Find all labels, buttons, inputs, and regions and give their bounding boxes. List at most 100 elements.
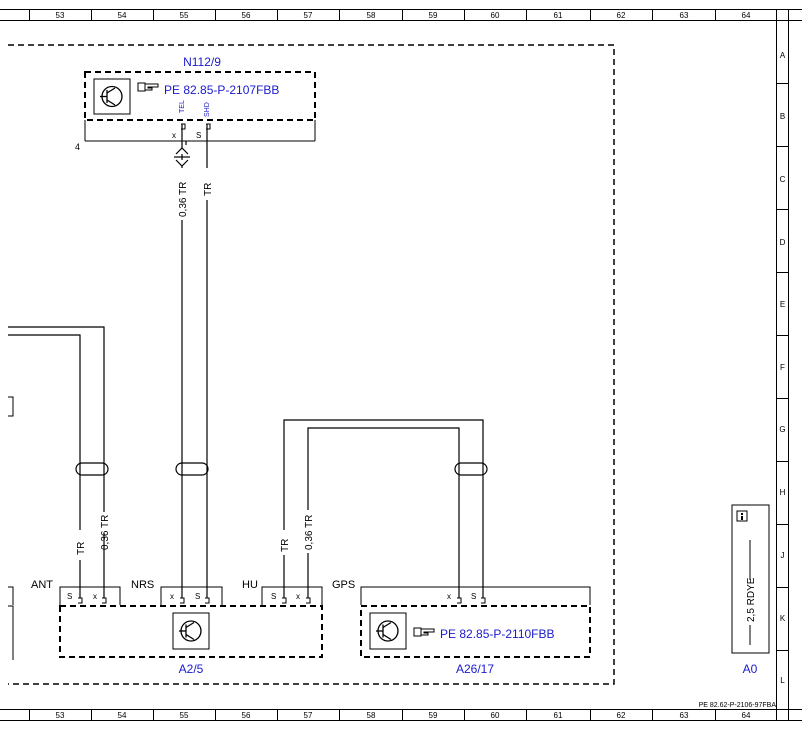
row-dividers — [776, 83, 789, 651]
row-label: C — [780, 175, 786, 184]
pin-terminals — [457, 597, 486, 604]
component-box — [360, 605, 591, 658]
info-icon — [736, 510, 748, 522]
connector-label-gps: GPS — [332, 579, 355, 591]
component-box — [59, 605, 323, 658]
column-label: 57 — [304, 711, 313, 720]
column-label: 53 — [56, 11, 65, 20]
column-label: 61 — [554, 711, 563, 720]
column-label: 54 — [118, 711, 127, 720]
connector-label-hu: HU — [242, 579, 258, 591]
system-boundary — [8, 44, 615, 685]
connector-label-ant: ANT — [31, 579, 53, 591]
grid-frame — [0, 9, 802, 721]
transistor-icon-frame — [172, 612, 210, 650]
pointing-hand-icon — [137, 82, 159, 92]
component-label-a2-5: A2/5 — [179, 662, 204, 676]
transistor-icon — [100, 85, 123, 108]
column-label: 53 — [56, 711, 65, 720]
column-label: 59 — [429, 711, 438, 720]
wire-label: 0,36 TR — [178, 182, 189, 217]
component-a0: 2,5 RDYE A0 — [731, 504, 770, 676]
transistor-icon — [179, 620, 202, 642]
twist-marker — [75, 462, 109, 476]
pin-terminals — [181, 123, 211, 130]
wire-label: TR — [203, 183, 214, 196]
pin-label-tel: TEL — [179, 100, 186, 113]
pin-s: S — [196, 131, 201, 140]
row-label: E — [780, 300, 785, 309]
wire-label: 0,36 TR — [304, 515, 315, 550]
pin-label: S — [195, 592, 200, 601]
row-label: A — [780, 51, 786, 60]
component-box — [731, 504, 770, 654]
component-a2-5: ANT NRS HU S x x S S x — [8, 579, 323, 676]
pointing-hand-icon — [413, 627, 435, 637]
pin-label-shd: SHD — [204, 102, 211, 117]
column-label: 60 — [491, 711, 500, 720]
column-label: 63 — [680, 11, 689, 20]
row-label: J — [781, 551, 785, 560]
row-label: K — [780, 614, 786, 623]
wires — [8, 124, 484, 598]
row-label: D — [780, 238, 786, 247]
document-reference: PE 82.62-P-2106-97FBA — [699, 702, 777, 709]
component-label-a26-17: A26/17 — [456, 662, 494, 676]
column-label: 55 — [180, 11, 189, 20]
row-label: L — [780, 676, 785, 685]
column-label: 58 — [367, 711, 376, 720]
column-dividers — [29, 9, 716, 721]
row-label: H — [780, 488, 786, 497]
component-label-n112-9: N112/9 — [183, 55, 221, 69]
column-label: 61 — [554, 11, 563, 20]
component-n112-9: N112/9 PE 82.85-P-2107FBB TEL SHD 4 x S — [75, 55, 316, 152]
pin-label: x — [447, 592, 451, 601]
column-label: 56 — [242, 11, 251, 20]
component-label-a0: A0 — [743, 662, 758, 676]
component-box — [84, 71, 316, 121]
column-label: 55 — [180, 711, 189, 720]
wire-label: TR — [76, 542, 87, 555]
pin-label: S — [471, 592, 476, 601]
transistor-icon — [376, 620, 399, 642]
column-label: 56 — [242, 711, 251, 720]
column-label: 62 — [617, 711, 626, 720]
twist-markers — [75, 462, 488, 476]
coax-connector-symbol — [174, 147, 190, 167]
connector-label-nrs: NRS — [131, 579, 154, 591]
column-label: 64 — [742, 711, 751, 720]
wire-label: 0,36 TR — [100, 515, 111, 550]
side-number: 4 — [75, 142, 80, 152]
transistor-icon-frame — [369, 612, 407, 650]
connector-housings — [8, 586, 323, 660]
pin-terminals — [78, 597, 311, 604]
row-label: F — [780, 363, 785, 372]
pin-label: S — [271, 592, 276, 601]
column-label: 54 — [118, 11, 127, 20]
reference-link[interactable]: PE 82.85-P-2110FBB — [440, 627, 555, 641]
reference-link[interactable]: PE 82.85-P-2107FBB — [164, 83, 279, 97]
pin-label: x — [170, 592, 174, 601]
column-label: 64 — [742, 11, 751, 20]
column-label: 63 — [680, 711, 689, 720]
pin-label: S — [67, 592, 72, 601]
component-a26-17: GPS x S PE 82.85-P-2110FBB A26/17 — [332, 579, 591, 676]
transistor-icon-frame — [93, 78, 131, 115]
pin-x: x — [172, 131, 176, 140]
row-label: B — [780, 112, 785, 121]
column-label: 60 — [491, 11, 500, 20]
column-label: 58 — [367, 11, 376, 20]
column-label: 62 — [617, 11, 626, 20]
pin-label: x — [93, 592, 97, 601]
twist-marker — [175, 462, 209, 476]
wire-label: 2,5 RDYE — [746, 577, 757, 622]
connector-housing — [360, 586, 591, 605]
row-label: G — [779, 425, 785, 434]
twist-marker — [454, 462, 488, 476]
pin-label: x — [296, 592, 300, 601]
partial-component-left — [8, 396, 14, 417]
column-label: 57 — [304, 11, 313, 20]
wire-label: TR — [280, 539, 291, 552]
column-label: 59 — [429, 11, 438, 20]
